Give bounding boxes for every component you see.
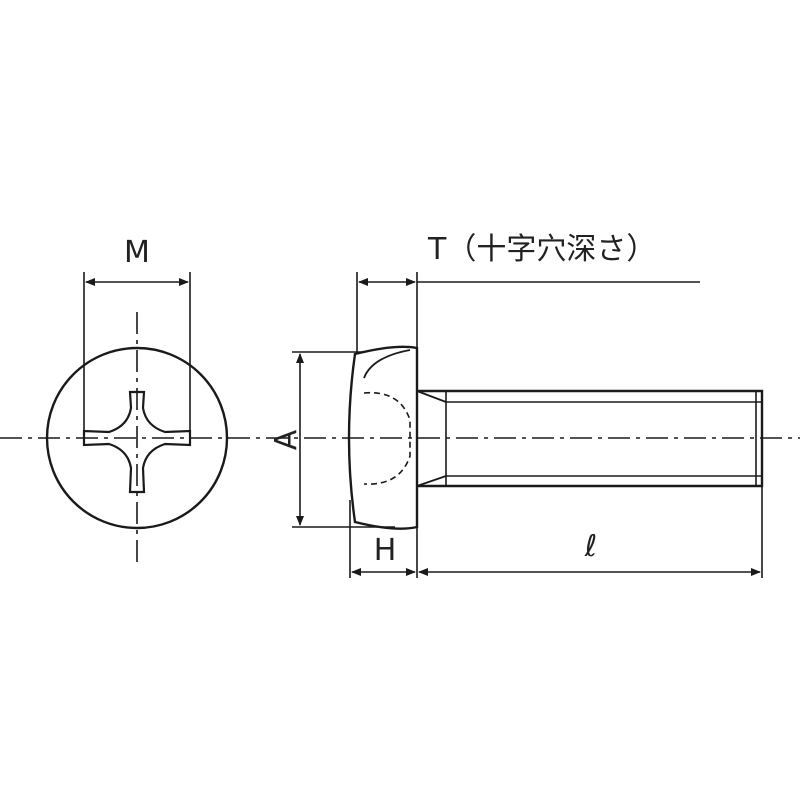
m-dimension-label: M: [124, 235, 150, 270]
front-view: [45, 272, 229, 530]
shaft-outline: [417, 389, 764, 488]
shaft-chamfer-bottom: [416, 475, 447, 487]
head-profile: [347, 345, 419, 530]
h-dimension-label: H: [374, 533, 397, 568]
head-outline-circle: [45, 346, 229, 530]
recess-hidden-line: [363, 391, 411, 485]
t-dimension-label: T（十字穴深さ）: [427, 232, 656, 267]
head-inner-arc: [363, 349, 411, 379]
phillips-cross-recess: [82, 390, 192, 494]
center-lines: [0, 312, 800, 568]
shaft-chamfer-top: [416, 390, 447, 403]
l-dimension-label: ℓ: [584, 529, 597, 564]
a-dimension-label: A: [269, 429, 304, 450]
side-view: [292, 272, 764, 578]
